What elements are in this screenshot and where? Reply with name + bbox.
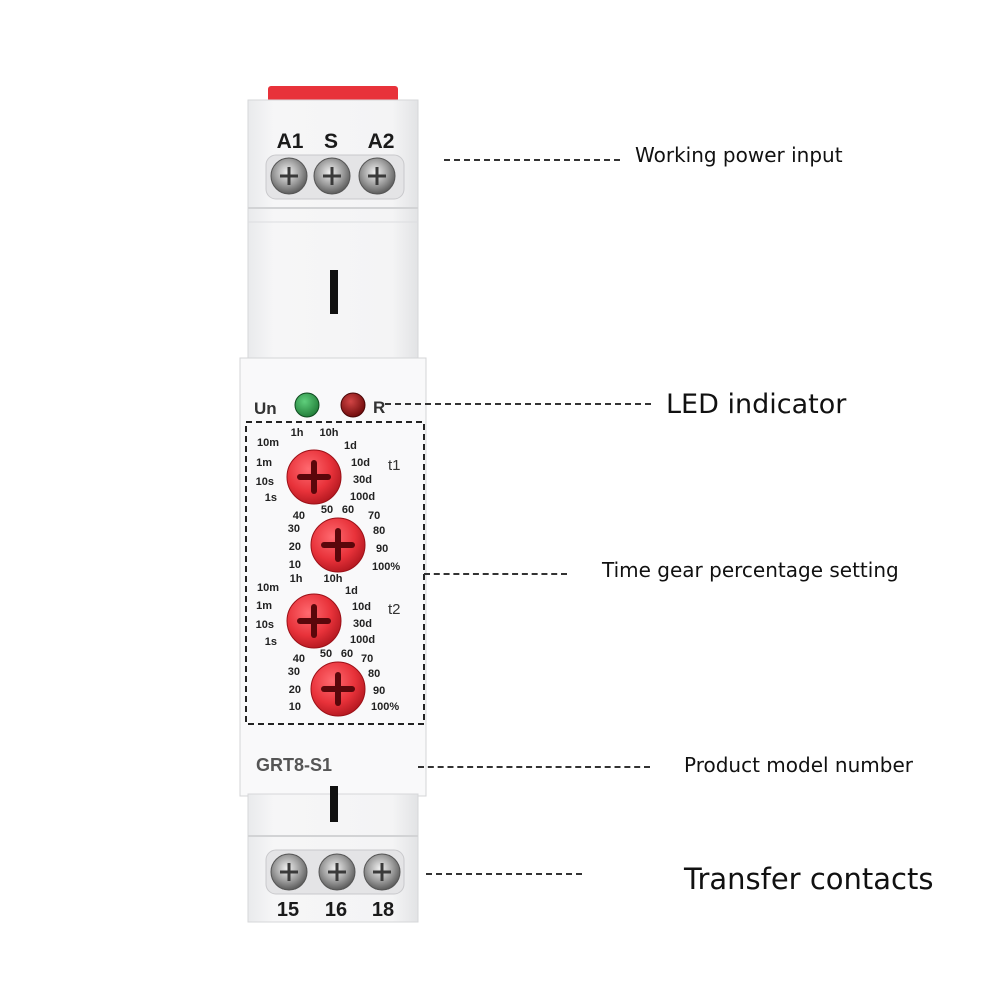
range-label: 30d — [353, 618, 372, 630]
range-label: 10h — [320, 427, 339, 439]
leader-led — [385, 403, 651, 405]
range-label: 100d — [350, 634, 375, 646]
percent-label: 60 — [341, 648, 353, 660]
range-label: 1m — [256, 457, 272, 469]
terminal-label-15: 15 — [277, 899, 299, 921]
din-slot-bottom — [330, 786, 338, 822]
range-label: 1m — [256, 600, 272, 612]
leader-contacts — [426, 873, 582, 875]
range-label: 100d — [350, 491, 375, 503]
t1-percent-knob-cross-icon — [321, 528, 355, 562]
percent-label: 50 — [320, 648, 332, 660]
percent-label: 60 — [342, 504, 354, 516]
range-label: 1d — [345, 585, 358, 597]
t1-range-dial[interactable]: 10m 1m 10s 1s 1h 10h 1d 10d 30d 100d t1 — [256, 427, 401, 505]
percent-label: 50 — [321, 504, 333, 516]
percent-label: 10 — [289, 559, 301, 571]
t2-range-dial[interactable]: 10m 1m 10s 1s 1h 10h 1d 10d 30d 100d t2 — [256, 573, 401, 649]
callout-time-gear-setting: Time gear percentage setting — [602, 558, 899, 582]
relay-led-icon — [340, 392, 366, 418]
terminal-label-s: S — [324, 130, 338, 153]
range-label: 1s — [265, 636, 277, 648]
percent-label: 90 — [376, 543, 388, 555]
percent-label: 100% — [371, 701, 399, 713]
t2-label: t2 — [388, 601, 401, 618]
upper-housing — [247, 99, 419, 361]
percent-label: 70 — [361, 653, 373, 665]
top-terminal-screws — [265, 154, 405, 200]
t1-range-knob-cross-icon — [297, 460, 331, 494]
din-slot-top — [330, 270, 338, 314]
range-label: 10d — [351, 457, 370, 469]
percent-label: 20 — [289, 684, 301, 696]
model-number-label: GRT8-S1 — [256, 755, 332, 775]
terminal-label-18: 18 — [372, 899, 394, 921]
leader-model-number — [418, 766, 650, 768]
t2-range-knob-cross-icon — [297, 604, 331, 638]
percent-label: 100% — [372, 561, 400, 573]
percent-label: 90 — [373, 685, 385, 697]
range-label: 30d — [353, 474, 372, 486]
percent-label: 30 — [288, 523, 300, 535]
range-label: 10m — [257, 582, 279, 594]
range-label: 10s — [256, 619, 274, 631]
percent-label: 10 — [289, 701, 301, 713]
callout-product-model-number: Product model number — [684, 753, 913, 777]
range-label: 1d — [344, 440, 357, 452]
range-label: 1h — [291, 427, 304, 439]
percent-label: 70 — [368, 510, 380, 522]
percent-label: 20 — [289, 541, 301, 553]
top-cap — [268, 86, 398, 102]
t2-percent-dial[interactable]: 40 30 20 10 50 60 70 80 90 100% — [288, 648, 400, 717]
led-label-r: R — [373, 398, 385, 417]
t1-label: t1 — [388, 457, 401, 474]
leader-time-gear — [424, 573, 567, 575]
range-label: 10d — [352, 601, 371, 613]
leader-power-input — [444, 159, 620, 161]
percent-label: 40 — [293, 510, 305, 522]
percent-label: 80 — [368, 668, 380, 680]
t1-percent-dial[interactable]: 40 30 20 10 50 60 70 80 90 100% — [288, 504, 401, 573]
range-label: 1h — [290, 573, 303, 585]
terminal-label-16: 16 — [325, 899, 347, 921]
power-led-icon — [294, 392, 320, 418]
percent-label: 80 — [373, 525, 385, 537]
callout-led-indicator: LED indicator — [666, 389, 847, 420]
callout-working-power-input: Working power input — [635, 143, 843, 167]
terminal-label-a1: A1 — [277, 130, 304, 153]
range-label: 1s — [265, 492, 277, 504]
bottom-terminal-screws — [265, 849, 405, 895]
range-label: 10m — [257, 437, 279, 449]
t2-percent-knob-cross-icon — [321, 672, 355, 706]
terminal-label-a2: A2 — [368, 130, 395, 153]
callout-transfer-contacts: Transfer contacts — [684, 862, 934, 896]
percent-label: 30 — [288, 666, 300, 678]
range-label: 10s — [256, 476, 274, 488]
percent-label: 40 — [293, 653, 305, 665]
range-label: 10h — [324, 573, 343, 585]
led-label-un: Un — [254, 399, 277, 418]
